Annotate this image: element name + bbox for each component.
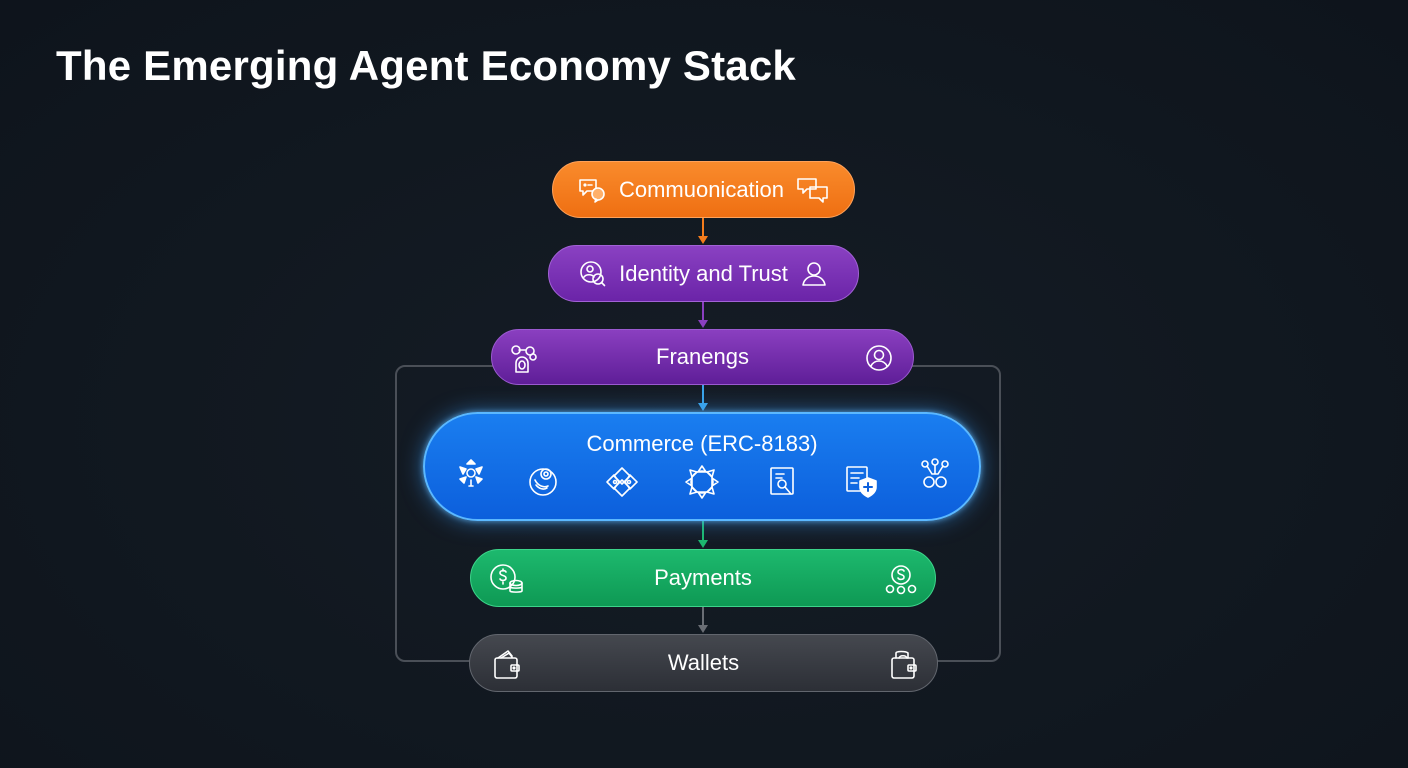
molecule-network-icon [919,458,951,490]
page-title: The Emerging Agent Economy Stack [56,42,796,89]
layer-wallets[interactable]: Wallets [469,634,938,692]
star-ring-icon [684,464,720,500]
layer-label: Identity and Trust [619,260,788,286]
currency-network-icon [885,563,917,595]
chat-bubbles-icon [796,176,830,204]
layer-identity-and-trust[interactable]: Identity and Trust [548,245,859,302]
user-icon [800,260,828,288]
arrow-identity-frameworks [698,320,708,328]
layer-commerce-erc-8183[interactable]: Commerce (ERC-8183) [423,412,981,521]
layer-payments[interactable]: Payments [470,549,936,607]
arrow-payments-wallets [698,625,708,633]
user-circle-icon [865,344,893,372]
connector-comm-identity [702,218,704,238]
dollar-coins-icon [489,563,525,595]
layer-label: Commuonication [618,176,785,202]
layer-frameworks[interactable]: Franengs [491,329,914,385]
layer-label: Wallets [667,650,740,675]
arrow-frameworks-commerce [698,403,708,411]
commerce-icon-row [425,458,979,508]
secure-document-icon [844,464,878,498]
connector-frameworks-commerce [702,385,704,405]
arrow-comm-identity [698,236,708,244]
connector-payments-wallets [702,607,704,627]
layer-label: Franengs [656,344,749,369]
hub-network-icon [456,458,486,490]
arrow-commerce-payments [698,540,708,548]
connector-identity-frameworks [702,302,704,322]
layer-label: Commerce (ERC-8183) [586,431,818,456]
chat-bubbles-icon [577,177,607,203]
layer-label: Payments [654,565,752,590]
exchange-icon [605,466,639,498]
wallet-icon [889,648,919,680]
identity-search-icon [579,260,607,288]
document-search-icon [768,466,798,498]
token-coin-icon [527,464,559,498]
wallet-icon [492,648,522,680]
framework-components-icon [510,344,540,374]
layer-communication[interactable]: Commuonication [552,161,855,218]
connector-commerce-payments [702,521,704,541]
